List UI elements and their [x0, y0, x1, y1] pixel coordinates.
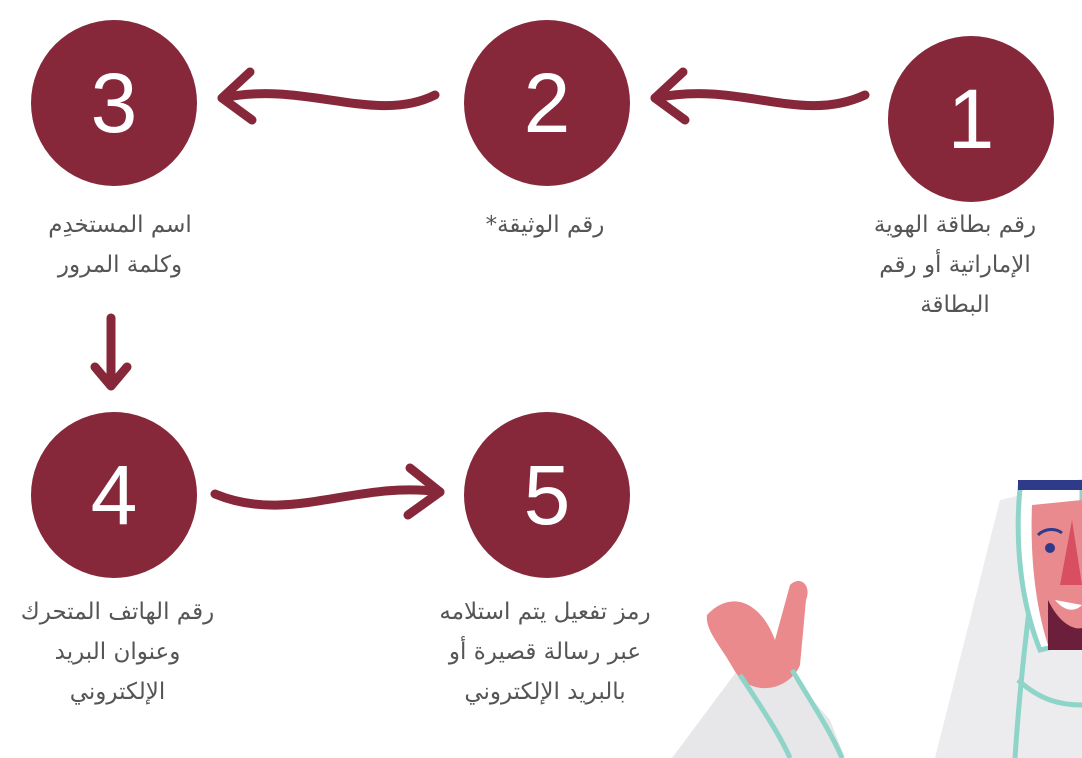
step-4-label: رقم الهاتف المتحرك وعنوان البريد الإلكتر…: [0, 592, 235, 712]
arrow-3-to-4: [90, 313, 132, 391]
arm-sleeve-inner: [789, 668, 845, 758]
step-3-label-line: اسم المستخدِم: [48, 212, 192, 238]
step-2-label: رقم الوثيقة*: [400, 205, 690, 245]
step-4-label-line: وعنوان البريد: [54, 639, 181, 665]
step-5-label-line: بالبريد الإلكتروني: [464, 679, 626, 705]
step-1-circle: 1: [888, 36, 1054, 202]
step-4-number: 4: [90, 448, 138, 542]
step-4-label-line: رقم الهاتف المتحرك: [20, 599, 215, 625]
beard: [1048, 600, 1082, 650]
step-2-circle: 2: [464, 20, 630, 186]
step-3-label-line: وكلمة المرور: [57, 252, 183, 278]
step-1-label-line: البطاقة: [920, 292, 990, 318]
agal-band: [1018, 480, 1082, 490]
arm-sleeve: [737, 673, 793, 758]
step-5-label-line: رمز تفعيل يتم استلامه: [439, 599, 651, 625]
step-5-number: 5: [523, 448, 571, 542]
arrow-1-to-2: [650, 67, 870, 125]
step-1-label-line: رقم بطاقة الهوية: [873, 212, 1037, 238]
step-1-number: 1: [947, 72, 995, 166]
step-1-label-line: الإماراتية أو رقم: [879, 252, 1031, 278]
eye-icon: [1045, 543, 1055, 553]
step-5-circle: 5: [464, 412, 630, 578]
step-3-number: 3: [90, 56, 138, 150]
step-3-circle: 3: [31, 20, 197, 186]
arrow-2-to-3: [217, 67, 440, 125]
step-4-circle: 4: [31, 412, 197, 578]
step-2-number: 2: [523, 56, 571, 150]
step-5-label: رمز تفعيل يتم استلامه عبر رسالة قصيرة أو…: [395, 592, 695, 712]
waving-hand-icon: [706, 580, 808, 689]
robe-outline: [1016, 678, 1082, 708]
nose: [1060, 520, 1082, 585]
step-2-label-line: رقم الوثيقة*: [485, 212, 605, 238]
step-3-label: اسم المستخدِم وكلمة المرور: [0, 205, 240, 285]
arrow-4-to-5: [210, 463, 445, 520]
smile: [1055, 600, 1082, 610]
step-5-label-line: عبر رسالة قصيرة أو: [448, 639, 642, 665]
step-4-label-line: الإلكتروني: [69, 679, 166, 705]
step-1-label: رقم بطاقة الهوية الإماراتية أو رقم البطا…: [820, 205, 1082, 325]
eyebrow: [1036, 528, 1063, 537]
